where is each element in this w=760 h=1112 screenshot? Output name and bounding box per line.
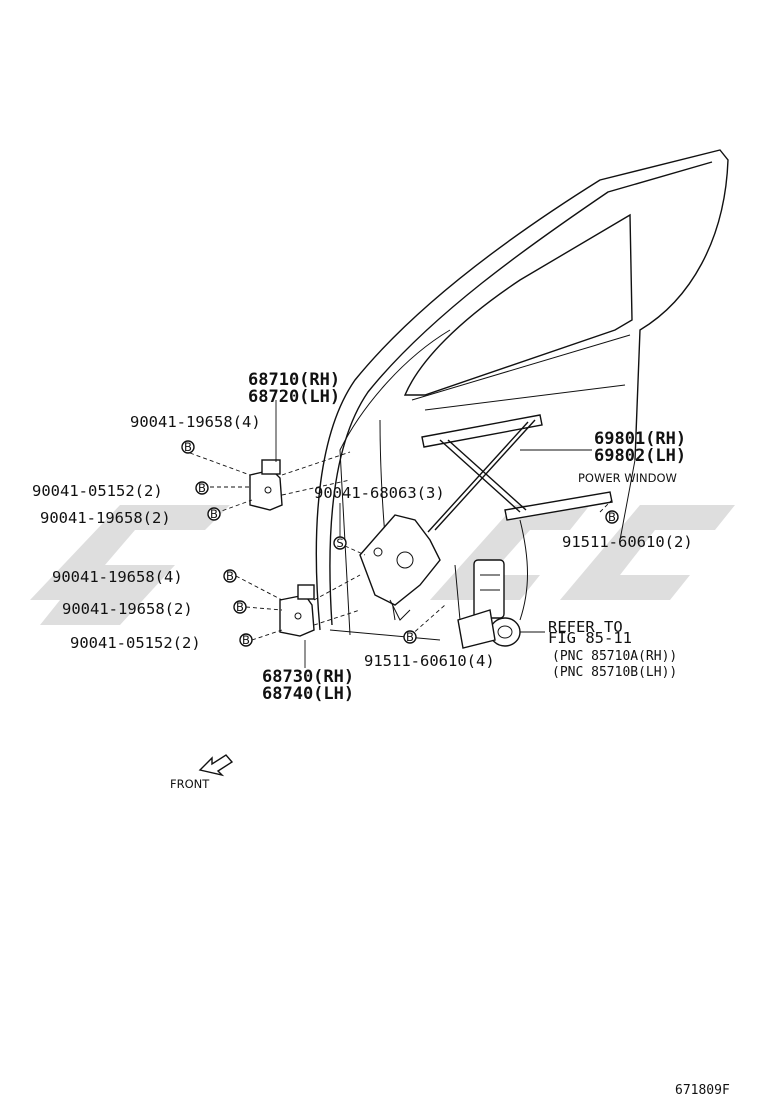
svg-text:B: B xyxy=(236,600,244,614)
label-bolt-upper-top: 90041-19658(4) xyxy=(130,413,261,431)
label-fig: FIG 85-11 xyxy=(548,629,632,647)
bolt-marker-icon: B xyxy=(181,440,195,454)
svg-text:B: B xyxy=(198,481,206,495)
bolt-marker-icon: B xyxy=(195,481,209,495)
door-frame xyxy=(315,149,729,641)
figure-number: 671809F xyxy=(675,1083,730,1098)
label-regulator-rh: 69801(RH) xyxy=(594,429,686,449)
screw-marker-icon: S xyxy=(333,536,347,550)
front-arrow-icon xyxy=(198,754,234,777)
watermark xyxy=(30,505,735,625)
label-bolt-68063: 90041-68063(3) xyxy=(314,484,445,502)
svg-text:B: B xyxy=(406,630,414,644)
svg-text:B: B xyxy=(226,569,234,583)
window-motor xyxy=(454,559,521,649)
label-hinge-lower-rh: 68730(RH) xyxy=(262,667,354,687)
label-screw-bottom: 91511-60610(4) xyxy=(364,652,495,670)
label-bolt-lower-19658-4: 90041-19658(4) xyxy=(52,568,183,586)
window-regulator xyxy=(359,414,613,621)
part-labels: 68710(RH) 68720(LH) 90041-19658(4) 90041… xyxy=(32,370,693,704)
upper-hinge xyxy=(249,459,283,511)
label-pnc-lh: (PNC 85710B(LH)) xyxy=(552,665,677,680)
label-hinge-lower-lh: 68740(LH) xyxy=(262,684,354,704)
bolt-marker-icon: B xyxy=(233,600,247,614)
label-bolt-lower-19658-2: 90041-19658(2) xyxy=(62,600,193,618)
label-pnc-rh: (PNC 85710A(RH)) xyxy=(552,649,677,664)
bolt-marker-icon: B xyxy=(605,510,619,524)
label-bolt-upper-19658-2: 90041-19658(2) xyxy=(40,509,171,527)
label-hinge-upper-rh: 68710(RH) xyxy=(248,370,340,390)
fastener-markers: B B B S B B B B B xyxy=(181,440,619,647)
bolt-marker-icon: B xyxy=(207,507,221,521)
svg-text:B: B xyxy=(608,510,616,524)
label-screw-right: 91511-60610(2) xyxy=(562,533,693,551)
label-power-window: POWER WINDOW xyxy=(578,471,677,485)
label-front: FRONT xyxy=(170,777,210,791)
label-hinge-upper-lh: 68720(LH) xyxy=(248,387,340,407)
bolt-marker-icon: B xyxy=(223,569,237,583)
svg-text:S: S xyxy=(336,536,343,550)
svg-text:B: B xyxy=(184,440,192,454)
front-indicator: FRONT xyxy=(170,754,234,791)
leader-lines xyxy=(189,400,613,668)
label-refer-to: REFER TO xyxy=(548,618,623,636)
bolt-marker-icon: B xyxy=(403,630,417,644)
label-regulator-lh: 69802(LH) xyxy=(594,446,686,466)
svg-text:B: B xyxy=(242,633,250,647)
svg-text:B: B xyxy=(210,507,218,521)
lower-hinge xyxy=(279,584,315,637)
bolt-marker-icon: B xyxy=(239,633,253,647)
label-bolt-upper-05152: 90041-05152(2) xyxy=(32,482,163,500)
label-bolt-lower-05152: 90041-05152(2) xyxy=(70,634,201,652)
